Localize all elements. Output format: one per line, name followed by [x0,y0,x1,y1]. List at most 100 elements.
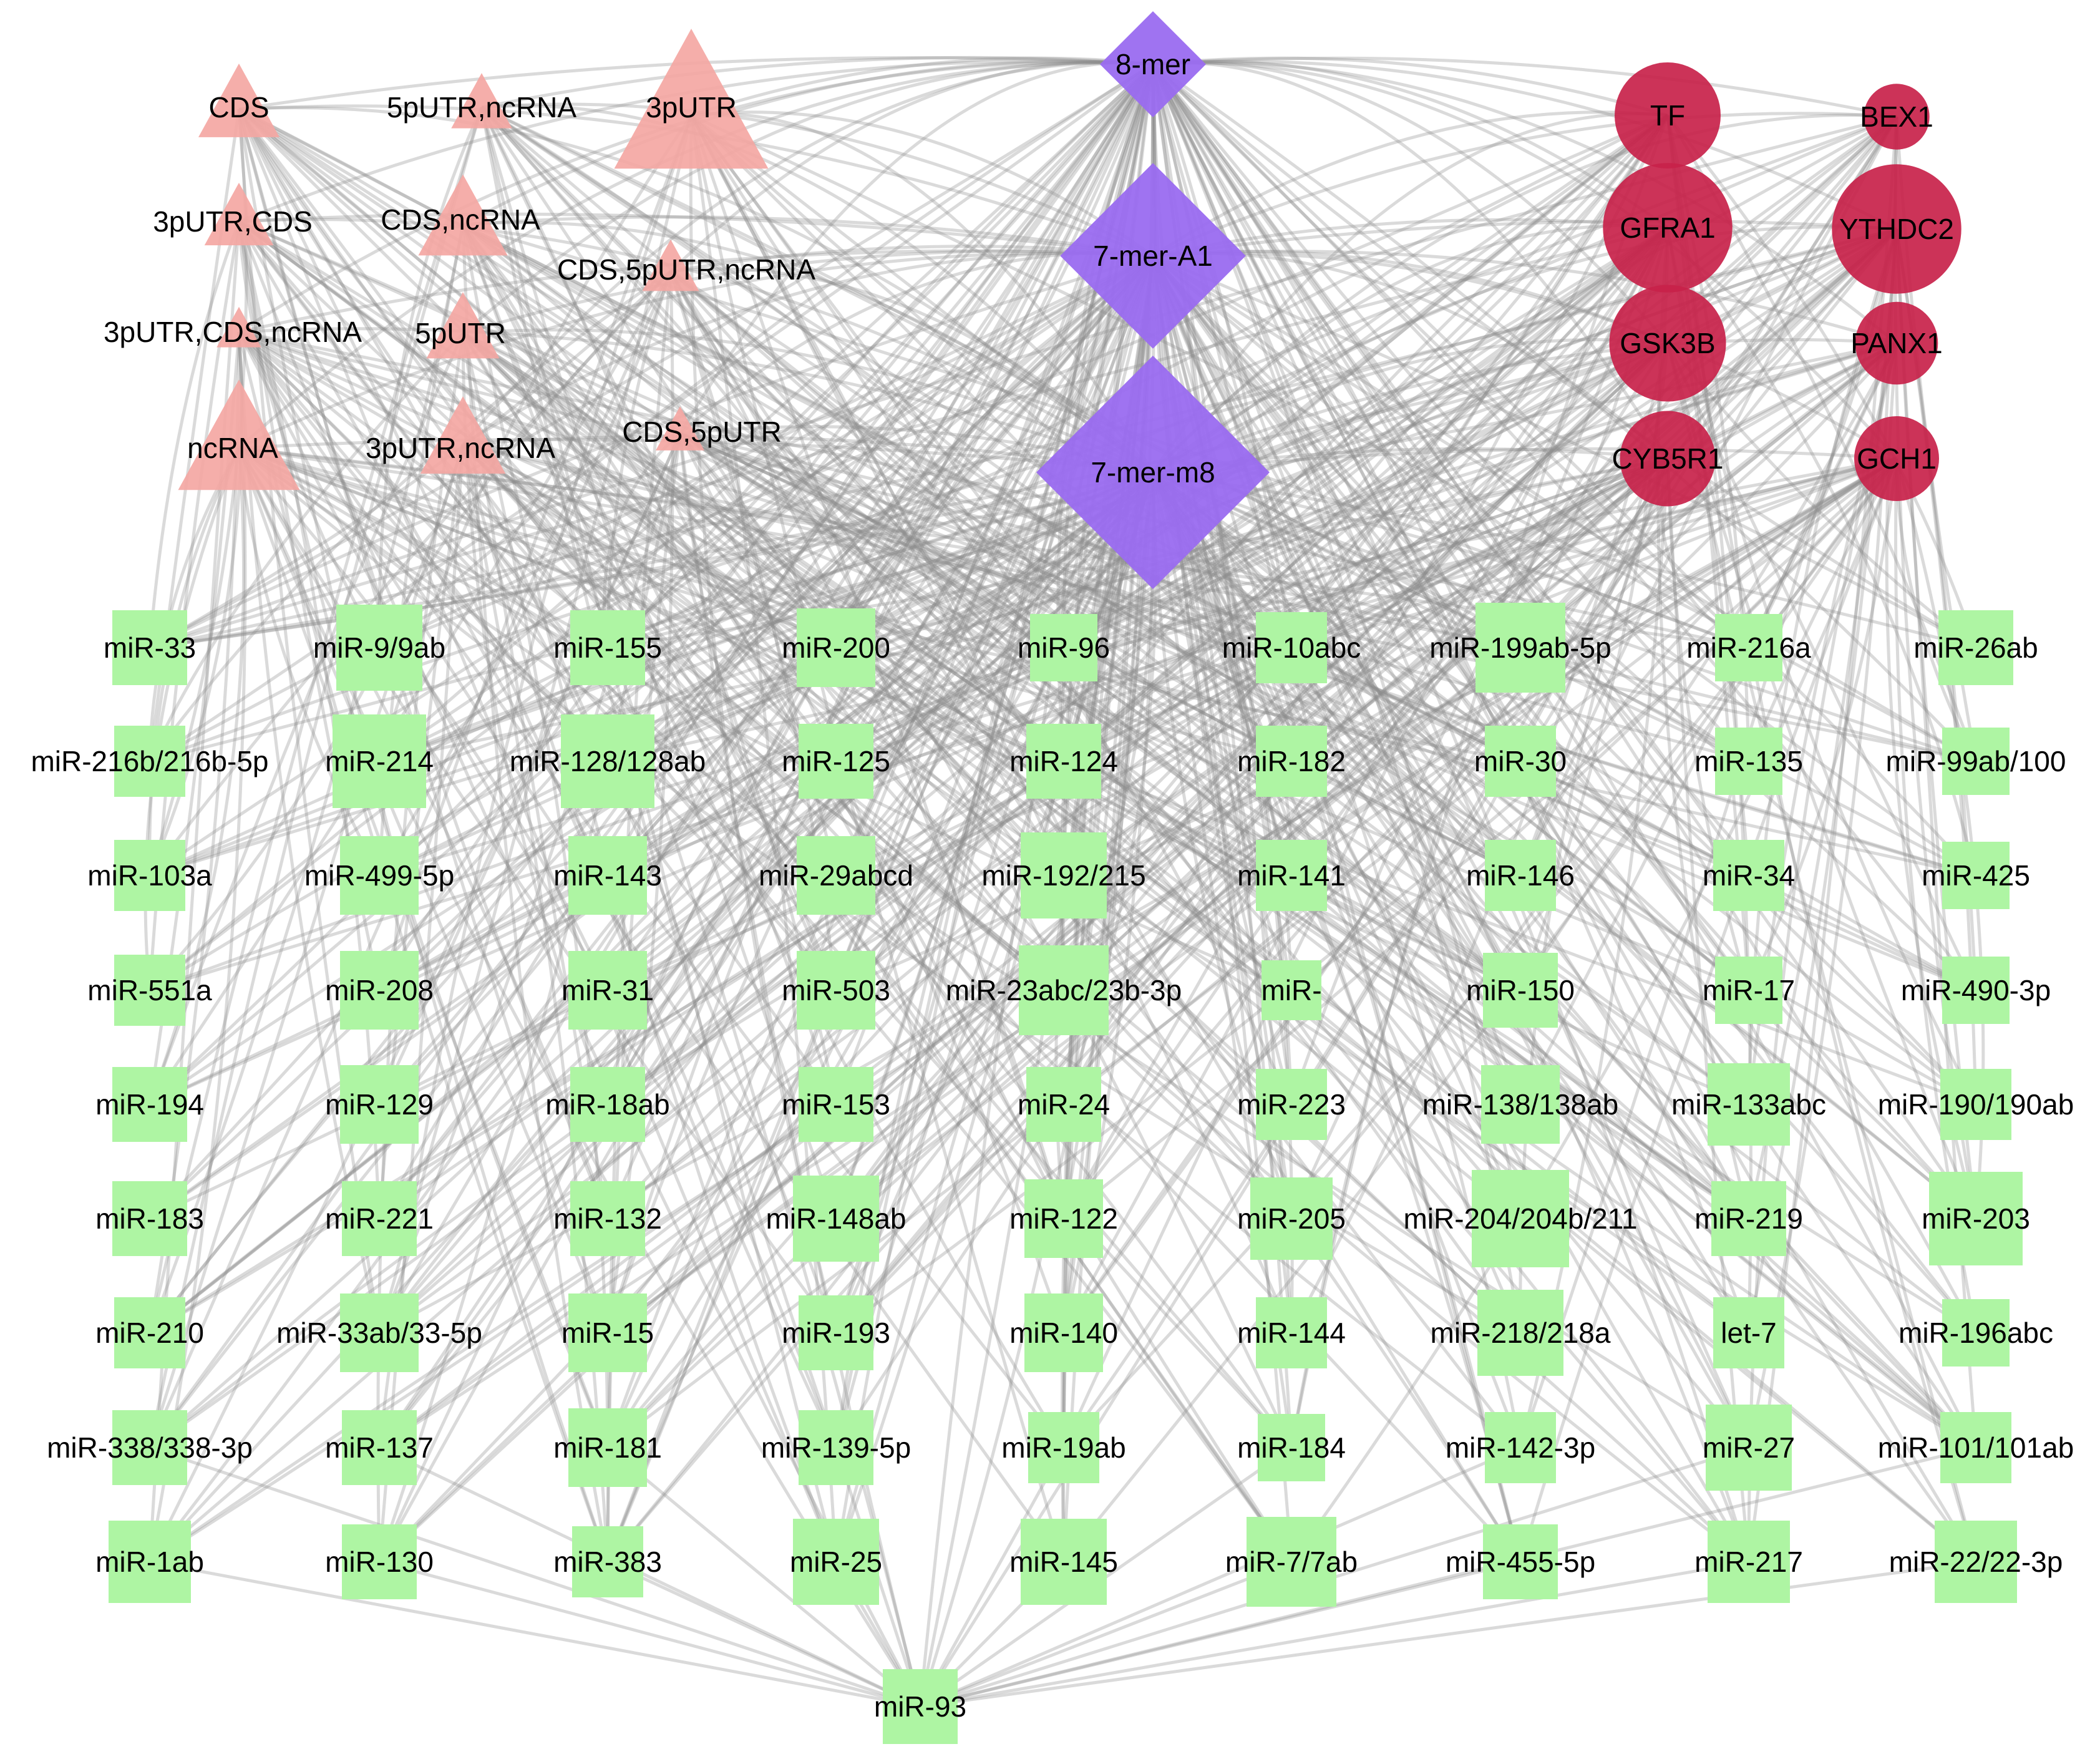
edge [1151,255,1522,991]
gene-node-cyb5r1 [1620,411,1716,507]
edge [1152,255,1751,1106]
region-label-3putr-cds: 3pUTR,CDS [153,205,313,238]
edge [1062,341,1898,991]
mirna-label-mir-26ab: miR-26ab [1913,631,2038,664]
edge [480,106,1066,877]
edge [1151,471,1751,1563]
edge [378,63,1155,1106]
edge [378,114,1669,1220]
edge [606,227,1669,1220]
edge [834,472,1155,1334]
edge [461,223,838,991]
mirna-label-mir-25: miR-25 [790,1546,882,1578]
mirna-label-mir-34: miR-34 [1703,859,1795,892]
mirna-label-mir-103a: miR-103a [87,859,212,892]
edge [461,332,837,762]
mirna-node-mir-23abc-23b-3p [1019,945,1109,1035]
edge [1290,458,1898,1563]
edge [835,227,1669,991]
mirna-node-mir-210 [114,1297,185,1368]
edge [1747,458,1898,991]
edge [679,432,1750,877]
edge [1152,338,1897,474]
edge [834,255,1155,877]
edge [238,220,1293,1220]
mirna-node-mir-130 [342,1524,417,1599]
site-label-7-mer-m8: 7-mer-m8 [1091,456,1215,489]
edge [1519,457,1898,877]
edge [238,220,1750,1335]
mirna-node-mir-153 [799,1067,873,1142]
edge [1519,228,1898,1448]
edge [379,114,1668,650]
edge [148,62,1154,650]
mirna-label-mir-10abc: miR-10abc [1222,631,1361,664]
edge [148,255,1154,1106]
edge [1519,457,1898,991]
region-label-cds-ncrna: CDS,ncRNA [381,203,540,236]
edge [1151,255,1522,1105]
mirna-label-mir-128-128ab: miR-128/128ab [510,745,706,777]
edge [607,341,1897,763]
edge [237,331,610,1562]
region-node-3putr-ncrna [420,396,506,474]
edge [480,105,1522,763]
edge [148,114,1669,1334]
edge [1152,56,1897,119]
edge [607,457,1668,877]
mirna-label-mir-139-5p: miR-139-5p [761,1431,911,1464]
edge [690,114,1293,1106]
mirna-node-mir-17 [1715,957,1782,1024]
edge [1666,458,1751,1562]
edge [1290,227,1670,1448]
edge [1152,254,1750,649]
edge [148,107,484,1333]
edge [679,432,1522,1563]
edge [238,107,1065,650]
edge [606,63,1155,1333]
mirna-label-mir-499-5p: miR-499-5p [304,859,454,892]
edge [237,220,610,877]
mirna-node-mir-137 [342,1410,417,1485]
edge [462,59,1154,227]
mirna-node-mir-425 [1942,842,2010,909]
edge [1519,343,1670,762]
edge [1062,115,1898,1220]
edge [149,115,1897,650]
edge [1290,342,1670,1105]
edge [462,215,1154,258]
mirna-label-mir-455-5p: miR-455-5p [1446,1546,1595,1578]
edge [237,221,610,1448]
edge [379,457,1668,877]
edge [378,254,1154,650]
mirna-label-mir-101-101ab: miR-101/101ab [1878,1431,2074,1464]
edge [1747,228,1898,1333]
mirna-node-mir-150 [1483,953,1558,1028]
edge [378,255,1154,1220]
region-node-3putr-cds-ncrna [216,306,261,348]
edge [238,108,1293,991]
edge [1152,471,1977,1220]
edge [1290,228,1898,763]
edge [148,255,1154,1220]
edge [1063,457,1897,650]
edge [1519,115,1898,877]
edge [238,220,1522,877]
edge [669,270,1065,762]
edge [238,327,1154,474]
edge [690,114,1977,1106]
edge [689,114,1066,877]
mirna-node-mir-383 [572,1526,643,1597]
edge [148,332,464,762]
edge [148,332,465,1105]
edge [237,108,609,649]
edge [378,471,1154,1334]
edge [669,270,1750,1106]
mirna-label-mir-203: miR-203 [1922,1202,2030,1235]
mirna-label-mir-184: miR-184 [1237,1431,1346,1464]
edge [1666,342,1978,991]
mirna-node-mir-490-3p [1942,957,2010,1024]
edge [1152,63,1751,877]
mirna-node-mir-218-218a [1477,1290,1563,1376]
edge [1290,342,1669,650]
